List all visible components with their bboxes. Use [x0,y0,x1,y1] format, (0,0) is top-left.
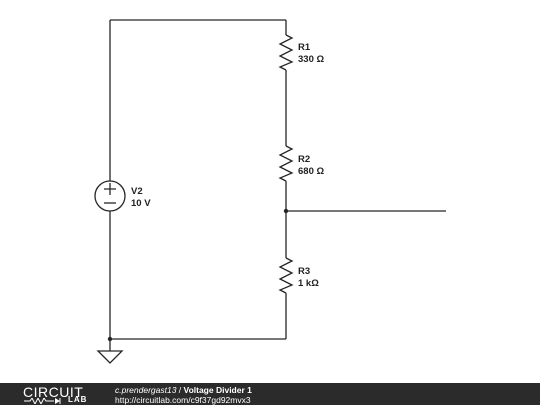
author-name[interactable]: c.prendergast13 [115,385,177,395]
circuit-attribution: c.prendergast13 / Voltage Divider 1 [115,385,252,395]
v2-value-label: 10 V [131,198,151,209]
v2-ref-label: V2 [131,186,143,197]
resistor-logo-icon [24,398,61,404]
attribution-separator: / [176,385,184,395]
resistor-r2-symbol [278,145,294,182]
junction-dot-output [283,208,289,214]
r3-value-label: 1 kΩ [298,278,319,289]
resistor-r1-symbol [278,34,294,71]
circuit-url-link[interactable]: http://circuitlab.com/c9f37gd92mvx3 [115,395,251,405]
r3-ref-label: R3 [298,266,310,277]
voltage-source-v2-symbol [94,180,126,212]
circuit-schematic: R1 330 Ω R2 680 Ω R3 1 kΩ V2 10 V [94,19,446,364]
ground-icon [96,350,124,364]
r2-value-label: 680 Ω [298,166,324,177]
junction-dot-ground [107,336,113,342]
circuit-title[interactable]: Voltage Divider 1 [183,385,252,395]
logo-lab-text: LAB [68,395,88,404]
resistor-r3-symbol [278,257,294,294]
logo-circuit-text: CIRCUIT [23,384,84,400]
r1-value-label: 330 Ω [298,54,324,65]
circuitlab-footer: CIRCUIT LAB c.prendergast13 / Voltage Di… [0,383,540,405]
r2-ref-label: R2 [298,154,310,165]
r1-ref-label: R1 [298,42,311,53]
